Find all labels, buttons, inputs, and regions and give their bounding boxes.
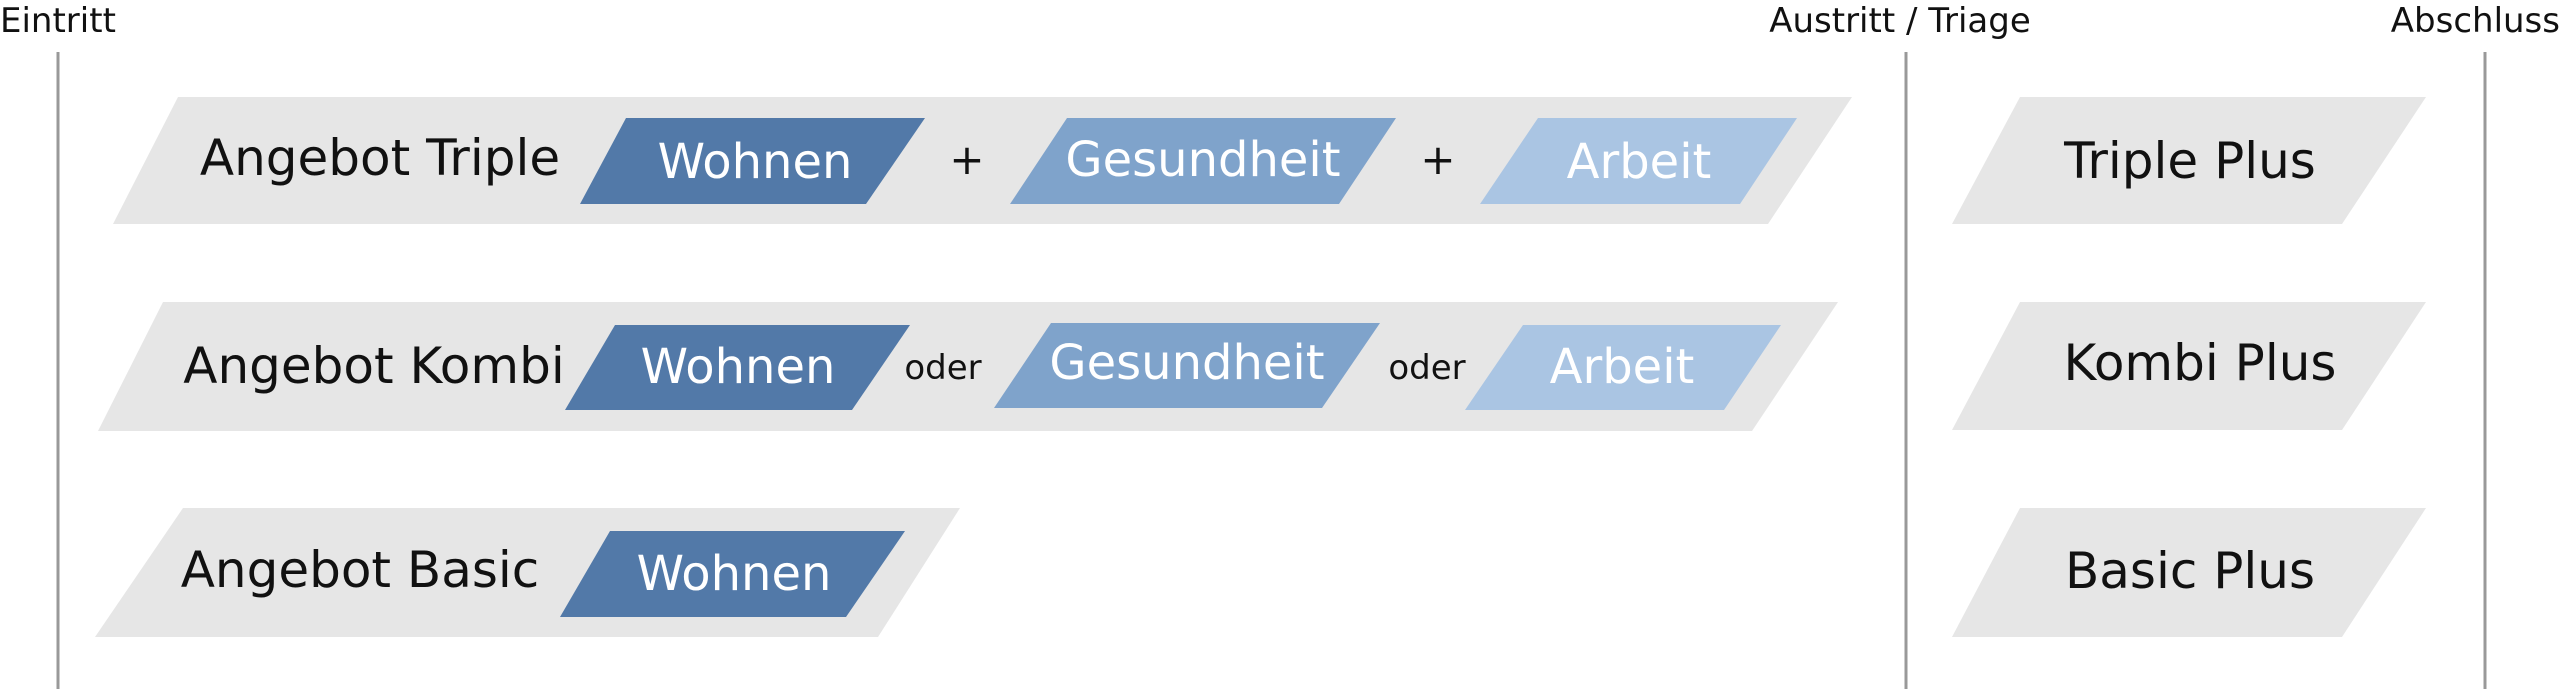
offer-row-triple: Angebot Triple Wohnen + Gesundheit + Arb… xyxy=(113,97,2426,224)
arbeit-tag-label: Arbeit xyxy=(1567,134,1712,190)
outcome-band xyxy=(1952,508,2426,637)
wohnen-tag xyxy=(560,531,905,617)
plus-separator: + xyxy=(949,135,984,184)
wohnen-tag-label: Wohnen xyxy=(637,546,832,602)
oder-separator: oder xyxy=(904,348,981,388)
offer-band xyxy=(113,97,1852,224)
gesundheit-tag-label: Gesundheit xyxy=(1049,335,1324,391)
outcome-label: Triple Plus xyxy=(2063,132,2316,190)
plus-separator: + xyxy=(1420,135,1455,184)
offer-band xyxy=(98,302,1838,431)
offer-label: Angebot Kombi xyxy=(183,337,564,395)
outcome-label: Kombi Plus xyxy=(2064,334,2337,392)
wohnen-tag-label: Wohnen xyxy=(658,134,853,190)
outcome-band xyxy=(1952,97,2426,224)
outcome-label: Basic Plus xyxy=(2065,542,2315,600)
phase-end-label: Abschluss xyxy=(2391,1,2560,41)
offer-row-kombi: Angebot Kombi Wohnen oder Gesundheit ode… xyxy=(98,302,2426,431)
offer-row-basic: Angebot Basic Wohnen Basic Plus xyxy=(95,508,2426,637)
gesundheit-tag-label: Gesundheit xyxy=(1065,132,1340,188)
phase-start-label: Eintritt xyxy=(0,1,116,41)
gesundheit-tag xyxy=(1010,118,1396,204)
oder-separator: oder xyxy=(1388,348,1465,388)
wohnen-tag xyxy=(565,325,910,410)
arbeit-tag xyxy=(1465,325,1781,410)
gesundheit-tag xyxy=(994,323,1380,408)
arbeit-tag xyxy=(1480,118,1797,204)
offer-label: Angebot Basic xyxy=(181,541,540,599)
phase-middle-label: Austritt / Triage xyxy=(1769,1,2031,41)
arbeit-tag-label: Arbeit xyxy=(1550,339,1695,395)
outcome-band xyxy=(1952,302,2426,430)
wohnen-tag-label: Wohnen xyxy=(641,339,836,395)
offer-label: Angebot Triple xyxy=(200,129,560,187)
wohnen-tag xyxy=(580,118,925,204)
